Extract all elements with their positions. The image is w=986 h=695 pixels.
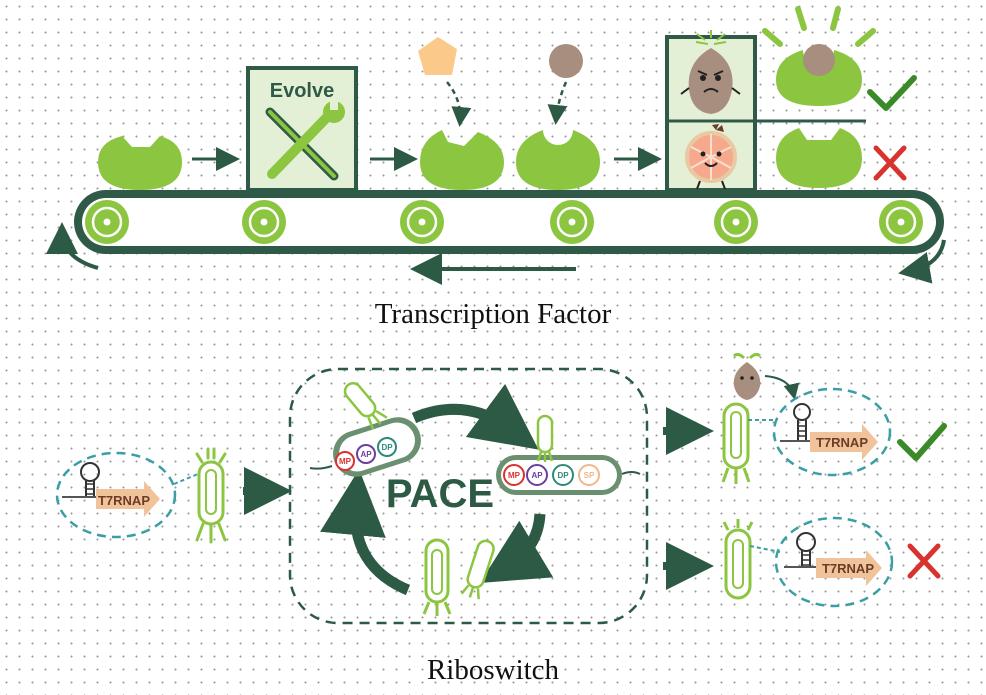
riboswitch-construct-on: T7RNAP: [772, 387, 892, 477]
riboswitch-section: T7RNAP PACE MP: [55, 352, 947, 625]
gene-label: T7RNAP: [98, 493, 150, 508]
phage-icon: [422, 538, 452, 616]
gene-arrow: [96, 481, 160, 517]
plasmid-dp: [552, 464, 574, 486]
aptamer-hairpin-icon: [80, 462, 100, 496]
belt-right-curve-arrow: [898, 239, 946, 284]
circle-ligand: [549, 44, 583, 78]
selection-panel: [665, 30, 866, 192]
gene-label: T7RNAP: [822, 561, 874, 576]
evolve-label: Evolve: [270, 80, 334, 102]
phage-icon: [195, 447, 227, 544]
tools-icon: [265, 100, 345, 181]
plasmid-dp: [377, 437, 397, 457]
plasmid-label: MP: [508, 471, 521, 480]
conveyor-belt: [46, 190, 946, 285]
pace-cycle: PACE MP AP DP: [288, 367, 649, 625]
pace-label: PACE: [386, 472, 494, 516]
protein-shape: [420, 130, 504, 190]
phage-icon: [722, 519, 754, 600]
cycle-arrow: [320, 469, 411, 596]
belt-roller: [714, 200, 758, 244]
belt-left-curve-arrow: [46, 222, 99, 270]
glow-lines: [762, 6, 876, 47]
dashed-arrow: [446, 81, 472, 127]
caption-riboswitch: Riboswitch: [426, 654, 560, 686]
ligand-arrow: [764, 375, 800, 400]
phage-icon: [536, 414, 554, 462]
plasmid-label: SP: [584, 471, 595, 480]
cycle-arrow: [479, 513, 554, 583]
riboswitch-construct-left: T7RNAP: [55, 447, 227, 544]
plasmid-ap: [356, 444, 376, 464]
plasmid-mp: [503, 464, 525, 486]
plasmid-label: DP: [557, 471, 569, 480]
plasmid-label: AP: [531, 471, 543, 480]
angry-root-character-icon: [680, 30, 741, 114]
dashed-arrow: [547, 81, 568, 125]
transcription-factor-section: Evolve: [46, 6, 946, 285]
cross-icon: [907, 543, 941, 579]
phage-icon: [343, 382, 388, 430]
plasmid-label: MP: [339, 457, 352, 466]
caption-transcription-factor: Transcription Factor: [374, 298, 612, 330]
pentagon-ligand: [418, 37, 457, 75]
belt-roller: [85, 200, 129, 244]
host-cell-right: MP AP DP SP: [496, 455, 641, 495]
belt-roller: [550, 200, 594, 244]
host-cell-left: MP AP DP: [309, 417, 421, 477]
protein-shape: [776, 128, 862, 188]
plasmid-mp: [335, 451, 355, 471]
orange-slice-character-icon: [685, 124, 737, 190]
plasmid-ap: [526, 464, 548, 486]
gene-arrow: [816, 550, 882, 586]
protein-shape: [98, 136, 182, 190]
evolve-box: Evolve: [246, 66, 358, 192]
belt-roller: [879, 200, 923, 244]
phage-icon: [460, 539, 495, 600]
belt-roller: [242, 200, 286, 244]
plasmid-sp: [578, 464, 600, 486]
check-icon: [867, 75, 917, 111]
plasmid-label: DP: [381, 443, 393, 452]
root-character-icon: [732, 352, 762, 400]
cross-icon: [873, 145, 907, 181]
cycle-arrow: [411, 383, 539, 450]
aptamer-bound-icon: [793, 403, 811, 440]
gene-label: T7RNAP: [816, 435, 868, 450]
plasmid-label: AP: [360, 450, 372, 459]
protein-bound-shape: [776, 50, 862, 106]
riboswitch-construct-off: T7RNAP: [774, 516, 894, 608]
circle-ligand-bound: [803, 44, 835, 76]
aptamer-hairpin-icon: [796, 532, 816, 566]
phage-icon: [721, 402, 751, 484]
gene-arrow: [810, 424, 878, 460]
protein-shape: [516, 130, 600, 190]
belt-roller: [400, 200, 444, 244]
check-icon: [897, 423, 947, 461]
